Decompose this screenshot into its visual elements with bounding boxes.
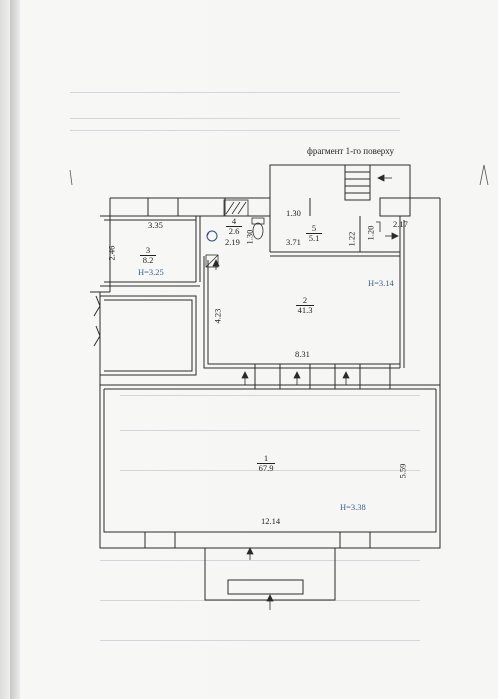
faint-rule: [70, 130, 400, 131]
room-4-label: 4 2.6: [226, 217, 242, 236]
room-5-label: 5 5.1: [306, 224, 322, 243]
dimension-1-30: 1.30: [286, 208, 301, 218]
room-1-label: 1 67.9: [257, 453, 275, 473]
dimension-1-30-vertical: 1.30: [244, 229, 255, 245]
dimension-1-22: 1.22: [346, 231, 357, 247]
room-3-label: 3 8.2: [140, 246, 156, 265]
outer-wall-top: [110, 164, 440, 199]
room-1-height: H=3.38: [340, 502, 366, 512]
faint-rule: [100, 560, 420, 561]
dimension-4-23: 4.23: [212, 308, 223, 324]
dimension-5-59: 5.59: [397, 463, 408, 479]
dimension-1-20: 1.20: [365, 225, 376, 241]
fragment-label: фрагмент 1-го поверху: [307, 146, 394, 156]
faint-rule: [70, 118, 400, 119]
page-binding-edge: [10, 0, 20, 699]
room-3-height: H=3.25: [138, 267, 164, 277]
dimension-3-35: 3.35: [148, 220, 163, 230]
room-2-height: H=3.14: [368, 278, 394, 288]
toilet-icon: [252, 222, 264, 240]
dimension-3-71: 3.71: [286, 237, 301, 247]
dimension-12-14: 12.14: [261, 516, 281, 526]
faint-rule: [100, 640, 420, 641]
dimension-2-19: 2.19: [225, 237, 240, 247]
faint-rule: [120, 470, 420, 471]
room-2-label: 2 41.3: [296, 295, 314, 315]
outer-wall-left-lower: [99, 198, 441, 549]
faint-rule: [70, 92, 400, 93]
faint-rule: [120, 395, 420, 396]
faint-rule: [120, 430, 420, 431]
dimension-2-17: 2.17: [393, 219, 408, 229]
dimension-8-31: 8.31: [295, 349, 310, 359]
dimension-2-46: 2.46: [106, 245, 117, 261]
